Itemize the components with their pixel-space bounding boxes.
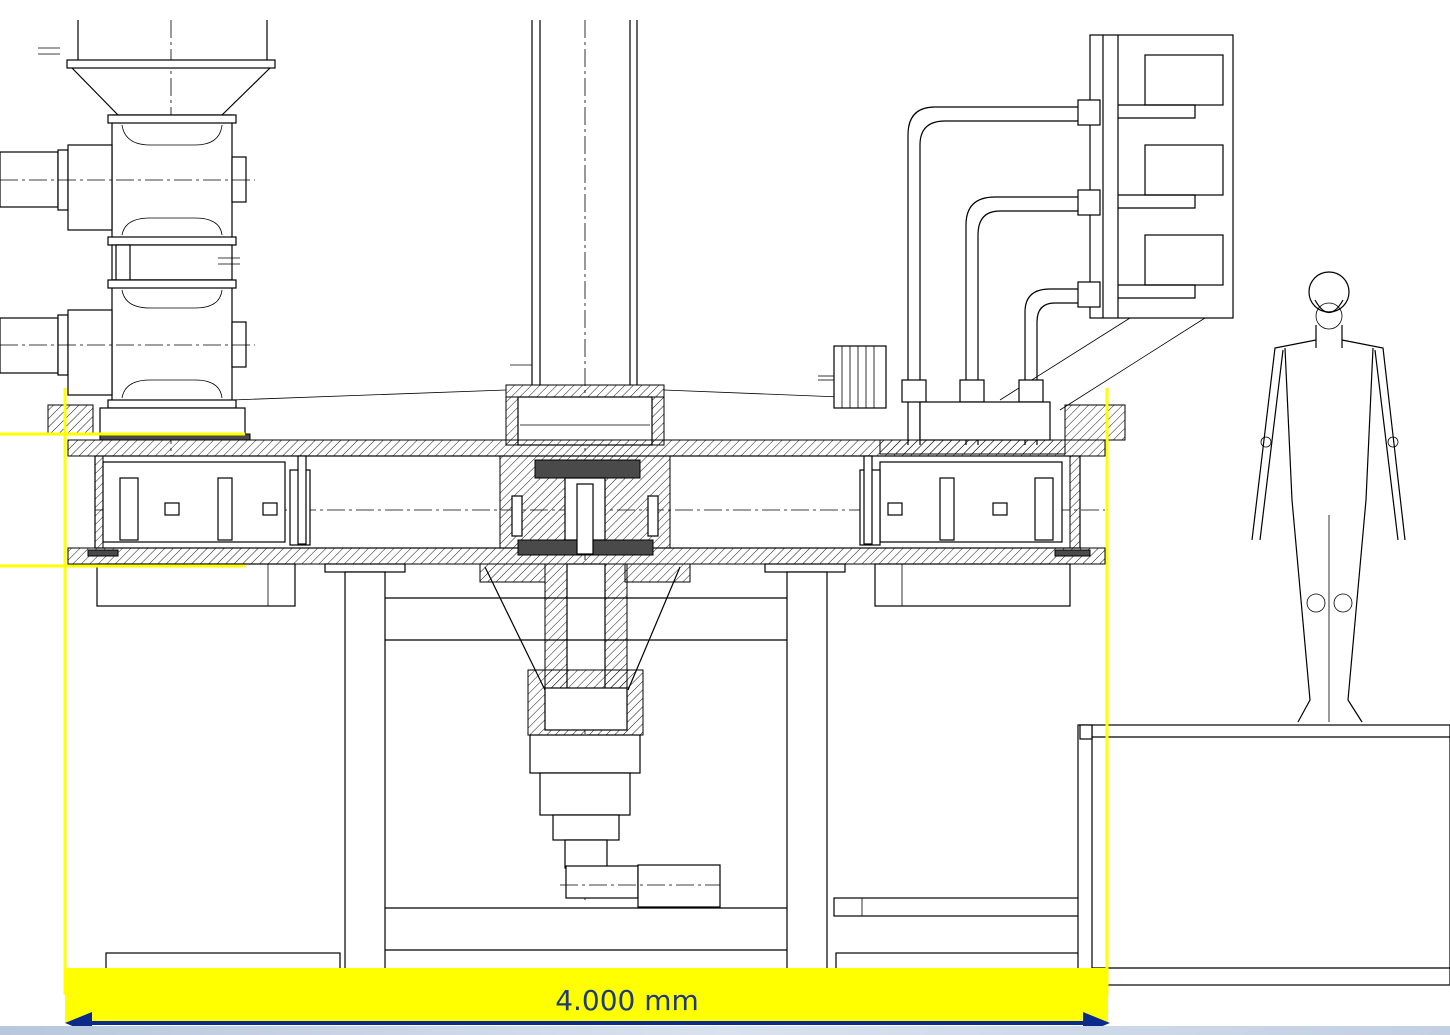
rotary-valve-feeder [0, 20, 276, 490]
drive-unit [479, 563, 721, 908]
footer-strip [0, 1026, 1450, 1035]
central-shaft [505, 20, 665, 900]
mixer-housing [47, 389, 1126, 607]
highlight-outline [0, 388, 1109, 995]
human-scale-figure [1251, 271, 1406, 723]
operator-platform [1077, 724, 1450, 986]
dimension-band [65, 968, 1108, 1023]
support-frame [105, 571, 1082, 971]
dimension-label: 4.000 mm [555, 984, 699, 1017]
dimension-annotation: 4.000 mm [65, 968, 1110, 1034]
valve-cluster [818, 34, 1234, 455]
